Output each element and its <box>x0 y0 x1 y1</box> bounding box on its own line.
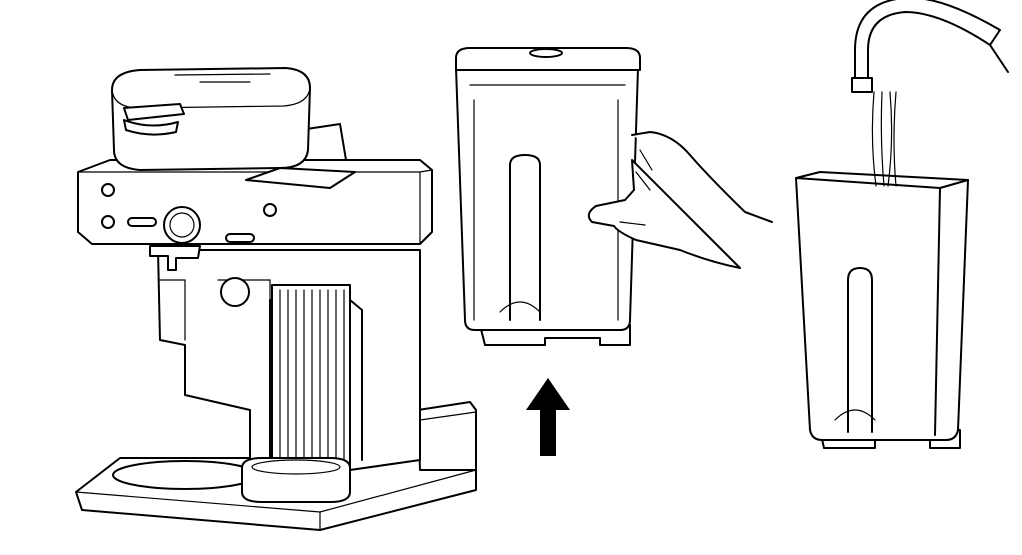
mode-button[interactable] <box>127 217 157 227</box>
tank-cap <box>455 47 641 71</box>
lid-handle[interactable] <box>123 103 185 121</box>
lid-latch <box>123 119 179 136</box>
water-tank-removal <box>455 47 773 456</box>
drip-tray <box>241 457 351 503</box>
water-stream <box>871 91 897 187</box>
faucet <box>854 0 1001 81</box>
coffee-machine <box>75 67 477 531</box>
milk-frother-lid <box>245 167 356 189</box>
water-tank <box>455 67 639 331</box>
mode-button[interactable] <box>225 233 255 243</box>
arrow-up-icon <box>526 378 570 456</box>
cup-rest <box>112 460 258 490</box>
water-tank <box>795 171 969 441</box>
faucet-nozzle <box>851 77 873 93</box>
steam-port <box>220 277 250 307</box>
rear-water-tank <box>271 284 351 466</box>
indicator-light <box>101 183 115 197</box>
tank-ribs <box>279 289 345 461</box>
control-knob[interactable] <box>163 206 201 244</box>
group-head <box>149 245 201 271</box>
tank-filling <box>795 0 1009 449</box>
side-tray <box>417 401 477 471</box>
hopper-lid <box>111 67 311 171</box>
fill-opening <box>529 48 563 58</box>
power-button[interactable] <box>101 215 115 229</box>
indicator-light <box>263 203 277 217</box>
hand <box>587 131 773 269</box>
